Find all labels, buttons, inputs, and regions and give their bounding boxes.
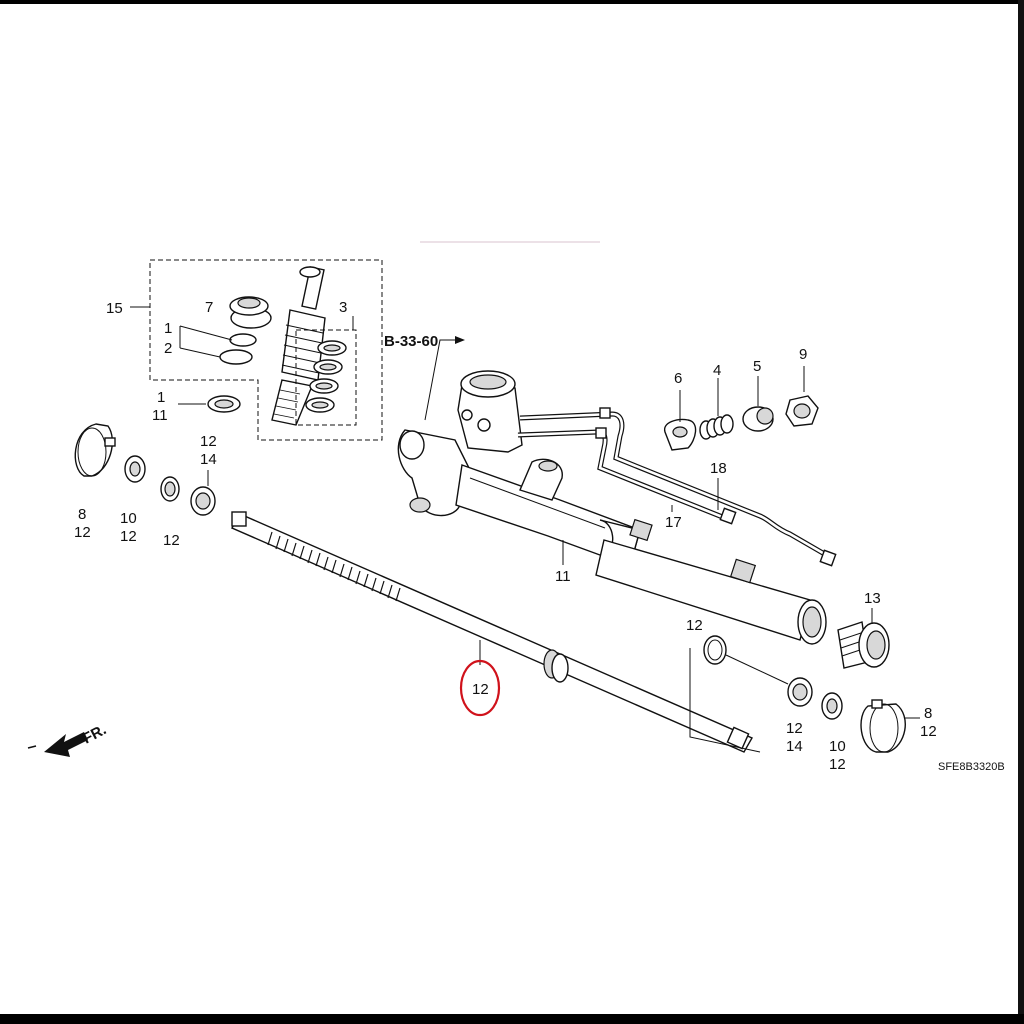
- highlight-circle: [459, 659, 501, 717]
- steering-rack: [231, 511, 753, 753]
- callout-17: 17: [665, 514, 682, 531]
- callout-10-right: 10: [829, 738, 846, 755]
- callout-11-upper: 11: [152, 407, 168, 424]
- callout-14-left: 14: [200, 451, 217, 468]
- oil-seal-right: [787, 677, 813, 707]
- callout-12-right-seal: 12: [786, 720, 803, 737]
- stop-washer-left: [160, 476, 180, 502]
- callout-13: 13: [864, 590, 881, 607]
- rack-guide-6: [664, 418, 697, 451]
- front-direction-arrow: FR.: [27, 721, 109, 757]
- callout-5: 5: [753, 358, 761, 375]
- callout-12-right-ring: 12: [686, 617, 703, 634]
- seal-ring-right: [703, 635, 727, 665]
- gear-housing: [397, 370, 827, 645]
- tie-rod-washer-left: [124, 455, 146, 483]
- callout-8-left: 8: [78, 506, 86, 523]
- right-border: [1018, 0, 1024, 1024]
- direction-label: FR.: [80, 721, 109, 747]
- top-border: [0, 0, 1024, 4]
- pinion-assembly-box: [130, 259, 383, 441]
- seal-7: [229, 296, 272, 329]
- lock-nut-9: [785, 395, 819, 427]
- tie-rod-washer-right: [821, 692, 843, 720]
- end-plug-13: [837, 621, 890, 669]
- figure-code: SFE8B3320B: [938, 761, 1005, 773]
- callout-9: 9: [799, 346, 807, 363]
- spring-4: [699, 414, 734, 440]
- leader-lines: [352, 316, 920, 719]
- callout-8-right: 8: [924, 705, 932, 722]
- boot-band-left: [74, 423, 116, 477]
- callout-15: 15: [106, 300, 123, 317]
- callout-1-lower: 1: [157, 389, 165, 406]
- callout-6: 6: [674, 370, 682, 387]
- bracket-right: [689, 648, 761, 753]
- oil-seal-left: [190, 470, 216, 516]
- callout-3: 3: [339, 299, 347, 316]
- reference-code: B-33-60: [384, 333, 438, 350]
- callout-12-left-band: 12: [74, 524, 91, 541]
- callout-14-right: 14: [786, 738, 803, 755]
- callout-12-left-washer: 12: [120, 528, 137, 545]
- callout-12-rack: 12: [472, 681, 489, 698]
- callout-11-housing: 11: [555, 568, 571, 585]
- o-ring-2: [219, 349, 253, 365]
- callout-12-right-band: 12: [920, 723, 937, 740]
- guide-screw-5: [742, 406, 774, 432]
- callout-7: 7: [205, 299, 213, 316]
- fluid-lines: [517, 407, 837, 567]
- seal-kit-3: [295, 329, 357, 426]
- callout-12-left-stop: 12: [163, 532, 180, 549]
- boot-band-right: [860, 699, 906, 753]
- bottom-border: [0, 1014, 1024, 1024]
- callout-12-left-seal: 12: [200, 433, 217, 450]
- callout-10-left: 10: [120, 510, 137, 527]
- callout-2: 2: [164, 340, 172, 357]
- pinion-shaft: [271, 266, 326, 426]
- callout-4: 4: [713, 362, 721, 379]
- callout-18: 18: [710, 460, 727, 477]
- callout-12-right-washer: 12: [829, 756, 846, 773]
- callout-1-upper: 1: [164, 320, 172, 337]
- o-ring-1: [229, 333, 257, 347]
